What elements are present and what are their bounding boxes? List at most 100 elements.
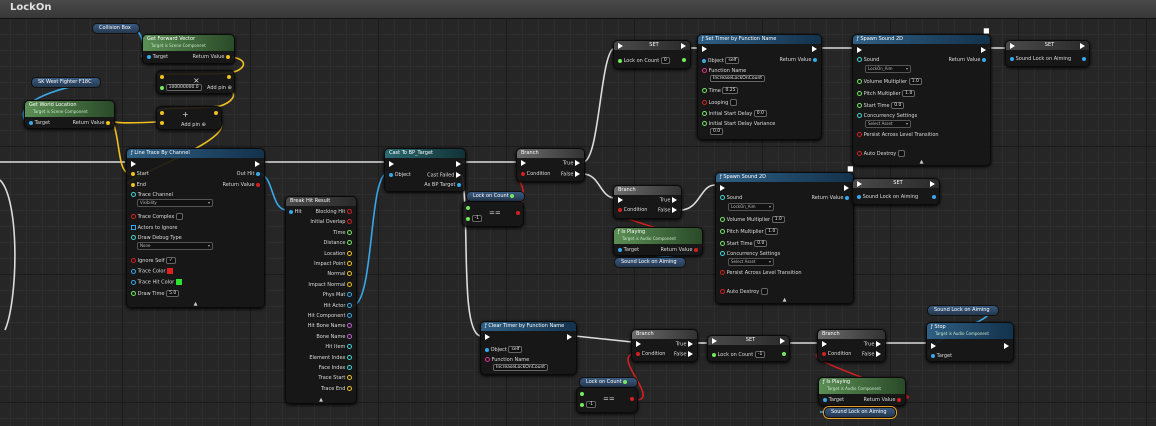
exec-in-pin[interactable] [618,197,623,204]
exec-in-pin[interactable] [618,43,623,50]
sound-lock-on-aiming-getter-3[interactable]: Sound Lock on Aiming [824,407,896,418]
sk-west-fighter-getter[interactable]: SK West Fighter F18C [31,77,101,88]
branch-node-2[interactable]: Branch True Condition False [613,185,682,219]
concurrency-asset-field[interactable]: Select Asset [728,258,774,266]
output-pin[interactable] [682,57,686,63]
exec-in-pin[interactable] [389,161,394,168]
comment-bubble-icon[interactable]: ◼ [983,26,990,35]
break-hit-output-pin[interactable]: Phys Mat [323,292,352,298]
break-hit-output-pin[interactable]: Hit Bone Name [308,323,352,329]
looping-pin[interactable]: Looping [702,99,738,106]
volume-multiplier-pin[interactable]: Volume Multiplier 1.0 [720,216,785,223]
return-value-pin[interactable]: Return Value [72,120,110,126]
exec-out-pin[interactable] [681,43,686,50]
persist-pin[interactable]: Persist Across Level Transition [857,132,939,138]
initial-start-delay-variance-pin[interactable]: Initial Start Delay Variance [702,121,775,127]
break-hit-output-pin[interactable]: Face Index [319,365,352,371]
line-trace-node[interactable]: ƒ Line Trace By Channel Start Out Hit En… [126,148,265,308]
set-sound-lock-node-1[interactable]: SET Sound Lock on Aiming [1005,40,1090,67]
start-time-pin[interactable]: Start Time 0.0 [720,240,768,247]
return-value-pin[interactable]: Return Value [222,182,260,188]
target-pin[interactable]: Target [931,353,952,359]
return-value-pin[interactable]: Return Value [192,54,230,60]
a-pin[interactable] [160,74,164,80]
trace-hit-color-pin[interactable]: Trace Hit Color [131,279,182,286]
break-hit-output-pin[interactable]: Hit Component [308,313,352,319]
exec-in-pin[interactable] [131,161,136,168]
object-pin[interactable]: Object self [702,57,740,64]
concurrency-settings-pin[interactable]: Concurrency Settings [857,113,917,119]
comment-bubble-icon[interactable]: ◼ [847,164,854,173]
condition-pin[interactable]: Condition [521,171,550,177]
pitch-multiplier-pin[interactable]: Pitch Multiplier 1.0 [857,90,916,97]
true-pin[interactable]: True [676,341,693,348]
trace-channel-pin[interactable]: Trace Channel [131,192,173,198]
exec-in-pin[interactable] [857,47,862,54]
exec-in-pin[interactable] [702,46,707,53]
exec-out-pin[interactable] [1004,343,1009,350]
time-pin[interactable]: Time 0.25 [702,87,739,94]
collision-box-getter[interactable]: Collision Box [92,23,140,34]
exec-out-pin[interactable] [930,181,935,188]
result-pin[interactable] [630,396,634,402]
start-time-pin[interactable]: Start Time 0.0 [857,102,905,109]
false-pin[interactable]: False [658,207,677,214]
break-hit-output-pin[interactable]: Trace End [321,385,352,392]
collapse-chevron[interactable]: ▲ [919,159,924,165]
exec-out-pin[interactable] [567,334,572,341]
output-pin[interactable] [782,351,786,357]
draw-debug-type-pin[interactable]: Draw Debug Type [131,235,182,241]
a-pin[interactable] [466,205,470,211]
draw-time-pin[interactable]: Draw Time 5.0 [131,290,180,297]
exec-in-pin[interactable] [857,181,862,188]
branch-node-4[interactable]: Branch True Condition False [817,329,886,362]
break-hit-output-pin[interactable]: Bone Name [316,333,352,340]
exec-in-pin[interactable] [636,341,641,348]
add-node[interactable]: + Add pin ⊕ [156,106,222,130]
break-hit-output-pin[interactable]: Hit Actor [324,302,352,309]
auto-destroy-pin[interactable]: Auto Destroy [720,288,769,295]
trace-channel-dropdown[interactable]: Visibility [137,199,213,207]
sound-asset-field[interactable]: LockOn_Aim [865,65,911,73]
collapse-chevron[interactable]: ▲ [782,297,787,303]
b-pin[interactable] [160,120,164,126]
return-value-pin[interactable]: Return Value [660,247,698,253]
target-pin[interactable]: Target [618,247,639,253]
false-pin[interactable]: False [862,351,881,358]
exec-out-pin[interactable] [981,47,986,54]
spawn-sound-2d-node-1[interactable]: ƒ Spawn Sound 2D Sound Return Value Lock… [852,34,991,166]
object-pin[interactable]: Object self [485,346,523,353]
auto-destroy-pin[interactable]: Auto Destroy [857,150,906,157]
pitch-multiplier-pin[interactable]: Pitch Multiplier 1.0 [720,228,779,235]
exec-out-pin[interactable] [456,161,461,168]
exec-in-pin[interactable] [485,334,490,341]
true-pin[interactable]: True [563,160,580,167]
cast-to-bp-target-node[interactable]: Cast To BP_Target Object Cast Failed As … [384,148,466,192]
break-hit-output-pin[interactable]: Impact Point [314,261,352,267]
condition-pin[interactable]: Condition [618,207,647,213]
branch-node-3[interactable]: Branch True Condition False [631,329,698,362]
sound-lock-on-aiming-getter-2[interactable]: Sound Lock on Aiming [927,305,999,316]
lock-on-count-pin[interactable]: Lock on Count 0 [618,57,670,64]
condition-pin[interactable]: Condition [822,351,851,357]
end-pin[interactable]: End [131,182,146,188]
trace-complex-pin[interactable]: Trace Complex [131,213,184,220]
add-pin-button[interactable]: Add pin ⊕ [181,122,206,128]
exec-out-pin[interactable] [812,46,817,53]
a-pin[interactable] [160,110,164,116]
concurrency-asset-field[interactable]: Select Asset [865,120,911,128]
initial-start-delay-pin[interactable]: Initial Start Delay 0.0 [702,110,767,117]
output-pin[interactable] [1082,56,1086,62]
out-hit-pin[interactable]: Out Hit [237,171,260,177]
set-lock-on-count-node-2[interactable]: SET Lock on Count -1 [707,335,790,362]
true-pin[interactable]: True [864,341,881,348]
actors-to-ignore-pin[interactable]: Actors to Ignore [131,225,177,231]
break-hit-output-pin[interactable]: Impact Normal [308,281,352,288]
draw-debug-type-dropdown[interactable]: None [137,242,213,250]
cast-failed-pin[interactable]: Cast Failed [427,172,461,179]
equals-node-2[interactable]: -1 == [576,387,638,413]
collapse-chevron[interactable]: ▲ [319,397,323,403]
